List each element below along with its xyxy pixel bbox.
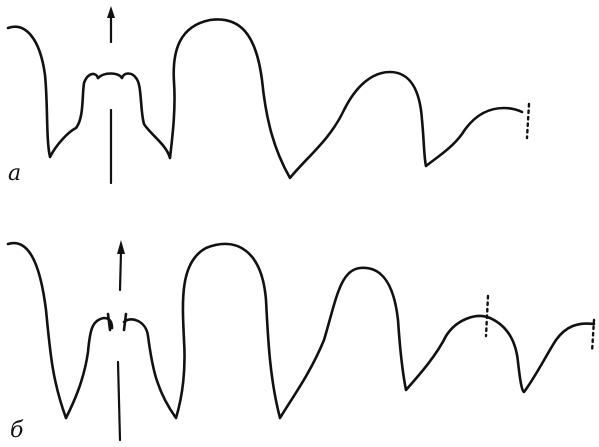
panel-b-arrow-head <box>117 240 125 254</box>
panel-a: a <box>6 6 531 186</box>
panel-a-curve-center-bump <box>96 72 138 80</box>
panel-b-curve-trailing-dots-2 <box>590 318 596 354</box>
panel-b-curve-right-of-center <box>122 242 596 420</box>
panel-b-curve-left <box>6 241 114 420</box>
panel-a-curve-left <box>6 25 100 159</box>
panel-b-arrow-shaft <box>118 250 123 292</box>
panel-b-curve-center-left-stub <box>106 312 112 332</box>
panel-a-label: a <box>8 161 21 186</box>
panel-b-axis-lower <box>116 360 122 442</box>
panel-a-curve-right-of-center <box>134 18 524 180</box>
panel-a-arrow-head <box>107 6 115 18</box>
panel-b-curve-trailing-dots-1 <box>484 294 490 338</box>
panel-b: б <box>6 240 596 443</box>
panel-a-curve-trailing-dots <box>525 102 531 140</box>
panel-b-label: б <box>10 418 24 443</box>
